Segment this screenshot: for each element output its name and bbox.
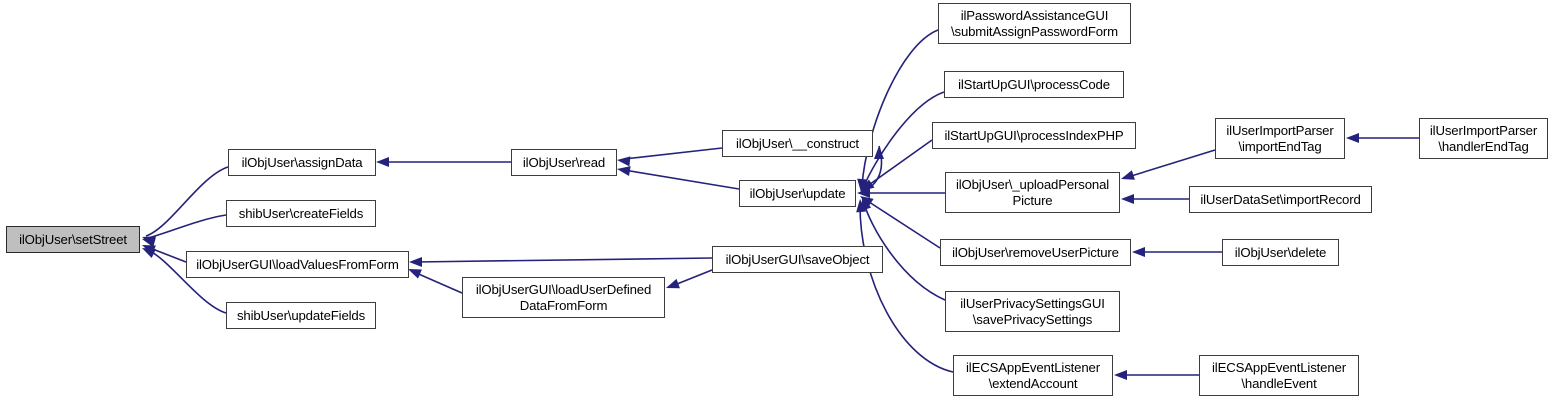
edge-saveObject-to-loadUserDefinedDataFromForm [671, 269, 713, 287]
edge-extendAccount-to-update [859, 204, 954, 373]
arrowhead-importEndTag-to-uploadPersonalPicture [1121, 170, 1135, 180]
edge-submitAssignPasswordForm-to-update [861, 29, 939, 187]
edge-savePrivacySettings-to-update [863, 202, 946, 301]
graph-node-importRecord[interactable]: ilUserDataSet\importRecord [1189, 186, 1372, 213]
edge-createFields-to-setStreet [147, 214, 227, 239]
graph-node-read[interactable]: ilObjUser\read [511, 149, 617, 176]
arrowhead-handleEvent-to-extendAccount [1114, 370, 1127, 380]
arrowhead-delete-to-removeUserPicture [1132, 247, 1145, 257]
arrowhead-uploadPersonalPicture-to-update [857, 188, 870, 198]
arrowhead-updateFields-to-setStreet [142, 248, 156, 259]
graph-node-handleEvent[interactable]: ilECSAppEventListener \handleEvent [1199, 355, 1359, 396]
edge-processCode-to-update [862, 91, 945, 189]
edge-update-to-read [623, 169, 740, 190]
arrowhead-saveObject-to-loadValuesFromForm [409, 257, 422, 267]
arrowhead-update-to-construct [874, 146, 884, 159]
graph-node-removeUserPicture[interactable]: ilObjUser\removeUserPicture [940, 239, 1131, 266]
edge-removeUserPicture-to-update [865, 199, 941, 249]
edge-saveObject-to-loadValuesFromForm [414, 257, 713, 263]
graph-node-assignData[interactable]: ilObjUser\assignData [228, 149, 376, 176]
graph-node-importEndTag[interactable]: ilUserImportParser \importEndTag [1215, 118, 1345, 159]
arrowhead-extendAccount-to-update [856, 199, 867, 213]
edge-updateFields-to-setStreet [147, 249, 227, 314]
edge-importEndTag-to-uploadPersonalPicture [1127, 149, 1216, 178]
arrowhead-saveObject-to-loadUserDefinedDataFromForm [666, 278, 680, 289]
graph-node-extendAccount[interactable]: ilECSAppEventListener \extendAccount [953, 355, 1113, 396]
graph-node-delete[interactable]: ilObjUser\delete [1222, 239, 1339, 266]
graph-node-saveObject[interactable]: ilObjUserGUI\saveObject [712, 246, 883, 273]
graph-node-createFields[interactable]: shibUser\createFields [226, 200, 376, 227]
arrowhead-construct-to-read [617, 156, 631, 167]
edge-assignData-to-setStreet [145, 166, 229, 237]
arrowhead-update-to-read [617, 166, 631, 176]
arrowhead-handlerEndTag-to-importEndTag [1346, 133, 1359, 143]
graph-node-setStreet[interactable]: ilObjUser\setStreet [6, 226, 140, 253]
edge-loadUserDefinedDataFromForm-to-loadValuesFromForm [413, 271, 463, 294]
edge-processIndexPHP-to-update [865, 139, 933, 188]
arrowhead-loadUserDefinedDataFromForm-to-loadValuesFromForm [408, 269, 422, 279]
edge-construct-to-read [623, 147, 723, 160]
edge-loadValuesFromForm-to-setStreet [149, 247, 187, 263]
graph-node-loadUserDefinedDataFromForm[interactable]: ilObjUserGUI\loadUserDefined DataFromFor… [462, 277, 665, 318]
graph-node-submitAssignPasswordForm[interactable]: ilPasswordAssistanceGUI \submitAssignPas… [938, 3, 1131, 44]
graph-node-processCode[interactable]: ilStartUpGUI\processCode [944, 71, 1124, 98]
graph-node-construct[interactable]: ilObjUser\__construct [722, 130, 873, 157]
arrowhead-processIndexPHP-to-update [861, 179, 875, 191]
graph-node-savePrivacySettings[interactable]: ilUserPrivacySettingsGUI \savePrivacySet… [945, 291, 1120, 332]
arrowhead-read-to-assignData [376, 157, 389, 167]
graph-node-handlerEndTag[interactable]: ilUserImportParser \handlerEndTag [1419, 118, 1548, 159]
arrowhead-importRecord-to-uploadPersonalPicture [1121, 194, 1134, 204]
graph-node-loadValuesFromForm[interactable]: ilObjUserGUI\loadValuesFromForm [186, 251, 409, 278]
graph-node-updateFields[interactable]: shibUser\updateFields [226, 302, 376, 329]
graph-node-update[interactable]: ilObjUser\update [739, 180, 856, 207]
graph-node-processIndexPHP[interactable]: ilStartUpGUI\processIndexPHP [932, 122, 1136, 149]
graph-node-uploadPersonalPicture[interactable]: ilObjUser\_uploadPersonal Picture [945, 172, 1120, 213]
arrowhead-createFields-to-setStreet [142, 237, 156, 248]
